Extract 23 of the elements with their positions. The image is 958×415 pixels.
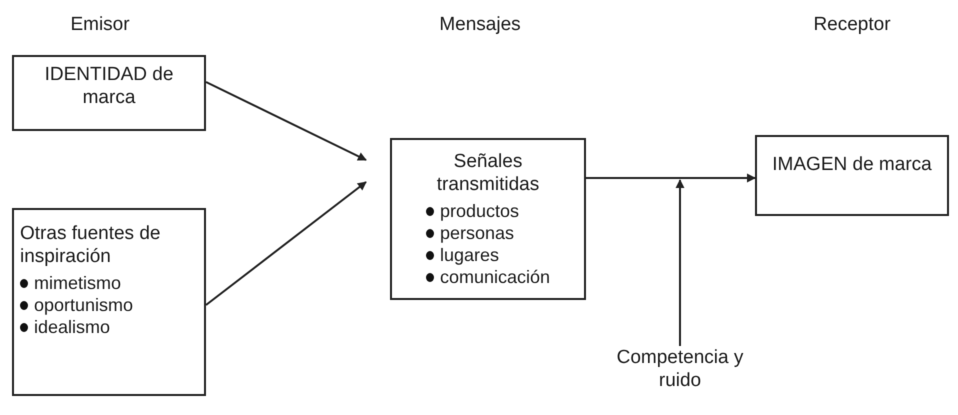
process-box bbox=[390, 138, 586, 300]
box-title: IDENTIDAD de marca bbox=[44, 63, 174, 109]
bullet-text: personas bbox=[440, 222, 514, 244]
bullet-text: comunicación bbox=[440, 266, 550, 288]
arrow bbox=[586, 174, 756, 182]
arrow bbox=[205, 181, 367, 306]
note-text: Competencia y ruido bbox=[616, 346, 744, 392]
bullet-text: lugares bbox=[440, 244, 500, 266]
process-box bbox=[755, 135, 949, 216]
bullet-text: productos bbox=[440, 200, 520, 222]
bullet-text: mimetismo bbox=[34, 272, 122, 294]
bullet-text: oportunismo bbox=[34, 294, 134, 316]
process-box bbox=[12, 55, 206, 131]
column-heading: Mensajes bbox=[438, 14, 522, 36]
column-heading: Emisor bbox=[69, 14, 131, 36]
box-title: Otras fuentes de inspiración bbox=[20, 222, 162, 268]
arrow bbox=[676, 179, 684, 346]
process-box bbox=[12, 208, 206, 396]
box-title: IMAGEN de marca bbox=[772, 153, 932, 176]
arrow bbox=[206, 81, 367, 161]
bullet-text: idealismo bbox=[34, 316, 110, 338]
box-title: Señales transmitidas bbox=[436, 150, 540, 196]
column-heading: Receptor bbox=[812, 14, 892, 36]
